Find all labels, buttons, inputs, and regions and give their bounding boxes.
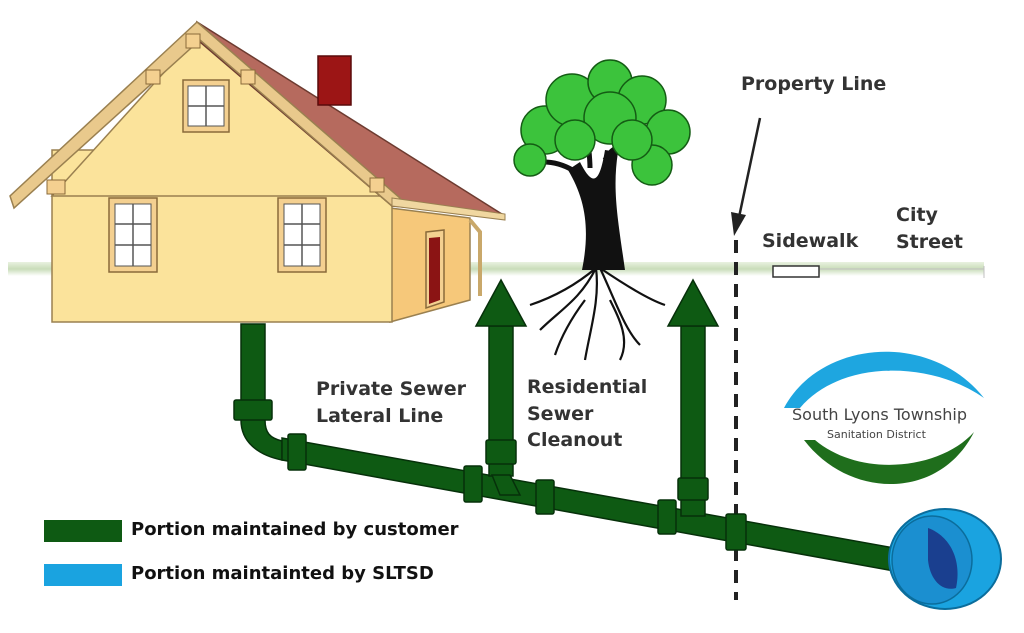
cleanout-label-line3: Cleanout [527, 429, 623, 451]
district-main [888, 508, 1002, 610]
chimney [317, 55, 352, 106]
tree-roots [529, 267, 666, 361]
cleanout-label-line2: Sewer [527, 403, 594, 425]
cleanout-cap-right [666, 278, 720, 327]
sidewalk-label: Sidewalk [762, 230, 859, 252]
bracket [145, 69, 161, 85]
logo-title: South Lyons Township [792, 405, 967, 424]
tree [513, 59, 691, 361]
city-label: City [896, 204, 938, 226]
tree-trunk [568, 150, 625, 270]
logo-subtitle: Sanitation District [827, 428, 926, 441]
pipe-fitting [677, 477, 709, 501]
legend-label-customer: Portion maintained by customer [131, 519, 459, 540]
private-sewer-label-line1: Private Sewer [316, 378, 466, 400]
cleanout-cap-left [474, 278, 528, 327]
sewer-pipes [233, 278, 901, 572]
pipe-fitting [287, 433, 307, 471]
logo-blue-arc [784, 351, 984, 408]
lateral-pipe [281, 437, 901, 572]
tree-foliage [513, 59, 691, 186]
pipe-fitting [657, 499, 677, 535]
house-drain-pipe [240, 323, 283, 461]
house [9, 20, 506, 323]
legend-label-district: Portion maintainted by SLTSD [131, 563, 434, 584]
cleanout-label-line1: Residential [527, 376, 648, 398]
bracket [185, 33, 201, 49]
eave-trim [391, 197, 506, 221]
logo-green-arc [804, 432, 974, 485]
private-sewer-label-line2: Lateral Line [316, 405, 444, 427]
property-line-label: Property Line [741, 73, 887, 95]
bracket [240, 69, 256, 85]
legend-swatch-district [44, 564, 122, 586]
street-label: Street [896, 231, 963, 253]
downspout [468, 218, 482, 296]
pipe-fitting [485, 439, 517, 465]
pipe-fitting [725, 513, 747, 551]
bracket [369, 177, 385, 193]
bracket [46, 179, 66, 195]
pipe-fitting [463, 465, 483, 503]
pipe-fitting [233, 399, 273, 421]
property-line-arrow [736, 117, 762, 223]
district-logo [784, 351, 984, 485]
pipe-fitting [535, 479, 555, 515]
sidewalk-slab [772, 265, 820, 278]
legend-swatch-customer [44, 520, 122, 542]
property-line-arrowhead [731, 212, 746, 236]
